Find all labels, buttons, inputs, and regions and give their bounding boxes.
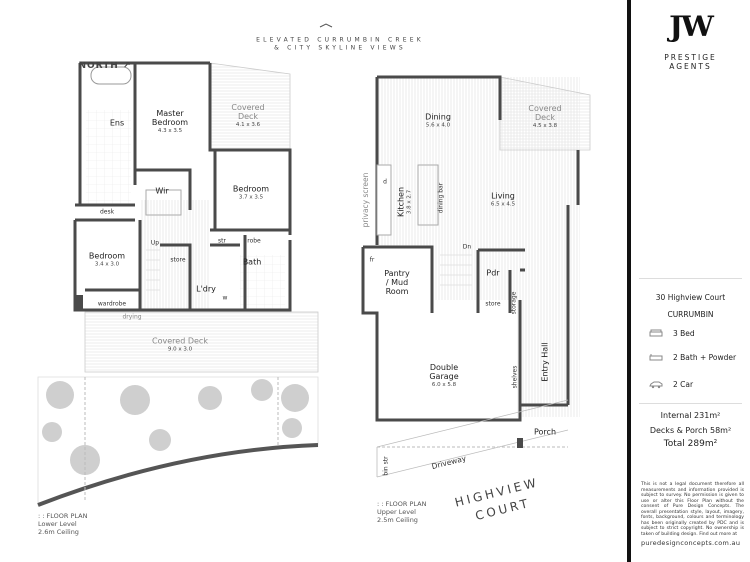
label-w: w [222,294,228,302]
decks-porch-area: Decks & Porch 58m² [649,426,732,435]
label-dishwasher: d [383,178,387,186]
lower-level-plan [37,61,319,507]
divider [639,403,742,404]
label-desk: desk [99,208,115,216]
label-store: store [485,300,501,308]
north-indicator: NORTH ↗ [78,61,132,72]
label-str: str [218,237,226,245]
floor-plan-drawing [37,23,591,507]
car-icon [649,381,663,389]
label-privacy-screen: privacy screen [360,172,370,228]
feature-bath: 2 Bath + Powder [649,353,736,362]
north-label: NORTH [78,61,119,72]
jw-logo: JW [669,10,714,43]
upper-covered-deck [499,76,591,151]
bed-icon [649,329,663,337]
label-robe: robe [247,237,261,245]
website-link[interactable]: puredesignconcepts.com.au [641,539,741,547]
room-ensuite: Ens [109,118,125,128]
upper-level-plan [361,75,591,478]
logo-tagline-2: AGENTS [669,62,712,71]
property-address: 30 Highview Court [655,293,726,302]
room-porch: Porch [533,427,557,437]
room-powder: Pdr [486,268,500,278]
garden [37,376,319,506]
label-fridge: fr [369,256,375,264]
bath-icon [649,354,663,361]
room-bath: Bath [242,257,262,267]
disclaimer: This is not a legal document therefore a… [641,482,744,537]
property-suburb: CURRUMBIN [667,310,714,319]
feature-car: 2 Car [649,380,693,389]
label-wardrobe: wardrobe [97,300,127,308]
feature-bed: 3 Bed [649,329,695,338]
north-arrow-icon: ↗ [118,61,132,72]
label-dining-bar: dining bar [437,182,445,214]
room-laundry: L'dry [196,284,216,294]
divider [639,278,742,279]
label-storage: storage [510,291,518,315]
logo-tagline-1: PRESTIGE [664,53,717,62]
retaining-wall [37,443,319,507]
label-bin-store: bin str [382,456,390,476]
agency-sidebar: JW PRESTIGE AGENTS 30 Highview Court CUR… [627,0,750,562]
heading-line-2: & CITY SKYLINE VIEWS [274,44,406,52]
room-entry-hall: Entry Hall [540,342,550,382]
label-drying: drying [122,313,142,321]
view-chevron-icon [319,23,333,28]
internal-area: Internal 231m² [660,411,721,420]
lower-covered-deck [84,311,319,373]
room-wir: Wir [155,186,169,196]
heading-line-1: ELEVATED CURRUMBIN CREEK [256,36,424,44]
label-up: Up [150,239,160,247]
label-store: store [170,256,186,264]
total-area: Total 289m² [663,439,718,449]
label-shelves: shelves [511,365,519,389]
label-dn: Dn [462,243,472,251]
